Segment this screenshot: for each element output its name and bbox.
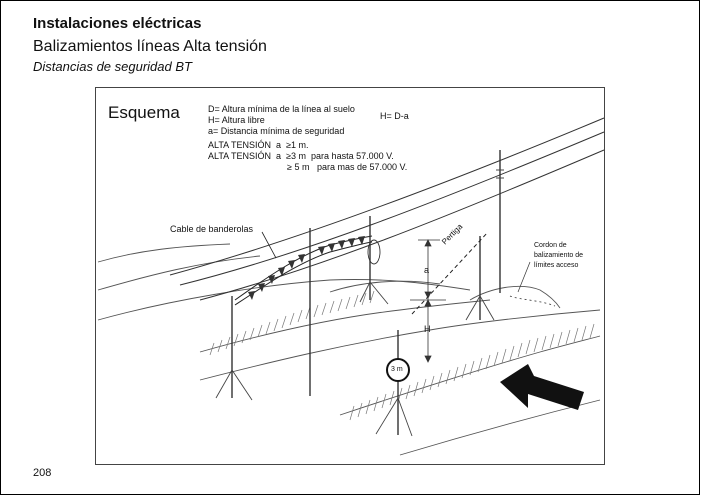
section-subtitle: Distancias de seguridad BT — [33, 59, 192, 74]
cordon-label-3: límites acceso — [534, 262, 579, 269]
terrain — [97, 243, 601, 456]
direction-arrow — [500, 364, 584, 410]
dimension-lines — [410, 239, 446, 363]
cordon-leader — [517, 261, 531, 293]
ditch-hatching — [209, 290, 595, 421]
legend-line-d: D= Altura mínima de la línea al suelo — [208, 104, 355, 114]
dimension-a-label: a — [424, 265, 430, 275]
rule-row-2: ALTA TENSIÓN a ≥3 m para hasta 57.000 V. — [208, 151, 394, 161]
pole-braces — [215, 169, 504, 437]
diagram-frame — [95, 87, 605, 465]
dimension-h-label: H — [424, 324, 431, 334]
cordon-label-2: balizamiento de — [534, 252, 584, 259]
sign-label: 3 m — [391, 366, 403, 373]
poles — [231, 150, 501, 435]
rule-row-3: ≥ 5 m para mas de 57.000 V. — [287, 162, 408, 172]
pertiga-line — [411, 231, 489, 315]
legend-line-h: H= Altura libre — [208, 115, 265, 125]
cable-label: Cable de banderolas — [170, 224, 254, 234]
rule-row-1: ALTA TENSIÓN a ≥1 m. — [208, 140, 309, 150]
speed-sign — [386, 358, 410, 382]
safety-distance-diagram — [95, 87, 605, 465]
cordon-label-1: Cordon de — [534, 242, 567, 249]
legend-line-a: a= Distancia mínima de seguridad — [208, 126, 345, 136]
page-number: 208 — [33, 467, 52, 479]
chapter-title: Instalaciones eléctricas — [33, 15, 202, 32]
height-formula: H= D-a — [380, 111, 409, 121]
cable-leader — [261, 231, 277, 259]
page-title: Balizamientos líneas Alta tensión — [33, 38, 267, 55]
diagram-heading: Esquema — [108, 103, 180, 122]
boundary-cord — [509, 295, 556, 307]
power-lines — [169, 117, 605, 301]
insulator — [367, 239, 381, 265]
banner-flags — [248, 236, 365, 300]
